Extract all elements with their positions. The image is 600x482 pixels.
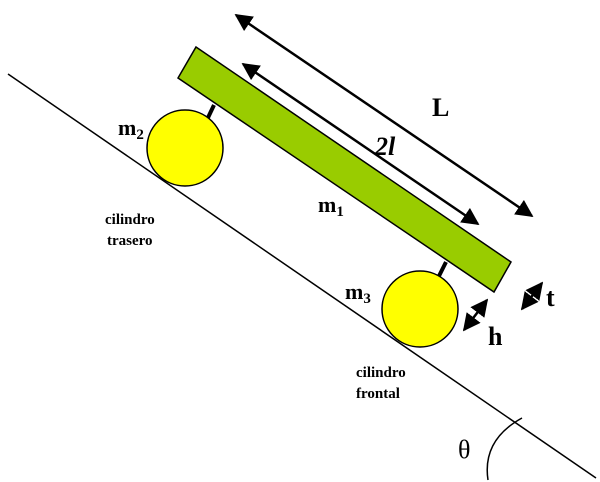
label-thickness: t [546,283,555,312]
label-angle: θ [458,435,470,464]
label-length-half: 2l [374,132,396,161]
label-mass-bar: m1 [318,192,344,220]
height-arrow [462,298,489,332]
front-cylinder [381,270,459,348]
label-front-cylinder-2: frontal [356,386,400,402]
angle-arc [486,417,523,481]
label-mass-rear: m2 [118,115,144,143]
front-axle [436,261,448,279]
thickness-arrow [520,281,544,311]
label-front-cylinder-1: cilindro [356,365,406,381]
label-rear-cylinder-1: cilindro [105,212,155,228]
length-2l-arrow [241,62,480,226]
label-mass-front: m3 [345,279,371,307]
incline-line [7,73,597,479]
label-length-total: L [432,93,449,122]
label-rear-cylinder-2: trasero [107,233,153,249]
label-height: h [488,322,503,351]
bar-body [177,45,512,294]
rear-cylinder [146,109,224,187]
